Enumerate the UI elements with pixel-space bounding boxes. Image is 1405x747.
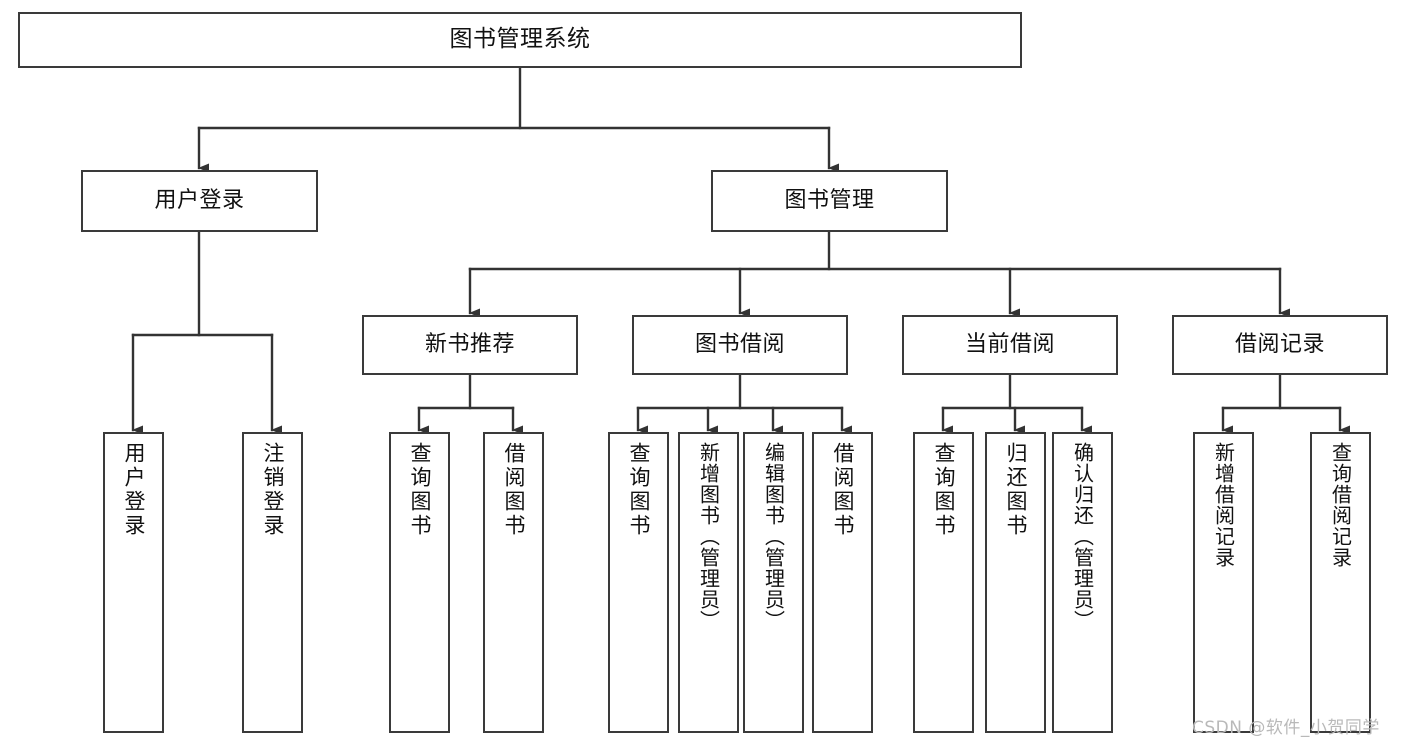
leaf-add-book[interactable]: 新增图书（管理员） [678, 432, 739, 733]
leaf-return-book[interactable]: 归还图书 [985, 432, 1046, 733]
node-new-book-recommend[interactable]: 新书推荐 [362, 315, 578, 375]
leaf-query-book-3[interactable]: 查询图书 [913, 432, 974, 733]
leaf-borrow-book-2-label: 借阅图书 [831, 442, 855, 538]
leaf-query-record-label: 查询借阅记录 [1328, 442, 1353, 568]
leaf-return-book-label: 归还图书 [1004, 442, 1028, 538]
leaf-borrow-book-1[interactable]: 借阅图书 [483, 432, 544, 733]
leaf-add-record[interactable]: 新增借阅记录 [1193, 432, 1254, 733]
node-root-system[interactable]: 图书管理系统 [18, 12, 1022, 68]
node-book-management[interactable]: 图书管理 [711, 170, 948, 232]
leaf-borrow-book-2[interactable]: 借阅图书 [812, 432, 873, 733]
node-new-book-recommend-label: 新书推荐 [424, 331, 515, 357]
leaf-query-book-1-label: 查询图书 [408, 442, 432, 538]
leaf-confirm-return-label: 确认归还（管理员） [1070, 442, 1095, 631]
node-root-system-label: 图书管理系统 [449, 26, 591, 53]
node-borrow-record-label: 借阅记录 [1234, 331, 1325, 357]
leaf-user-login[interactable]: 用户登录 [103, 432, 164, 733]
leaf-edit-book-label: 编辑图书（管理员） [761, 442, 786, 631]
node-book-management-label: 图书管理 [784, 187, 875, 213]
leaf-borrow-book-1-label: 借阅图书 [502, 442, 526, 538]
node-current-borrow-label: 当前借阅 [964, 331, 1055, 357]
leaf-query-record[interactable]: 查询借阅记录 [1310, 432, 1371, 733]
leaf-add-record-label: 新增借阅记录 [1211, 442, 1236, 568]
node-book-borrow[interactable]: 图书借阅 [632, 315, 848, 375]
node-user-login[interactable]: 用户登录 [81, 170, 318, 232]
watermark: CSDN @软件_小贺同学 [1192, 718, 1380, 738]
node-user-login-label: 用户登录 [154, 187, 245, 213]
node-book-borrow-label: 图书借阅 [694, 331, 785, 357]
leaf-edit-book[interactable]: 编辑图书（管理员） [743, 432, 804, 733]
leaf-logout-login-label: 注销登录 [261, 442, 285, 538]
leaf-query-book-1[interactable]: 查询图书 [389, 432, 450, 733]
leaf-confirm-return[interactable]: 确认归还（管理员） [1052, 432, 1113, 733]
leaf-user-login-label: 用户登录 [122, 442, 146, 538]
node-current-borrow[interactable]: 当前借阅 [902, 315, 1118, 375]
leaf-query-book-2-label: 查询图书 [627, 442, 651, 538]
leaf-add-book-label: 新增图书（管理员） [696, 442, 721, 631]
leaf-logout-login[interactable]: 注销登录 [242, 432, 303, 733]
node-borrow-record[interactable]: 借阅记录 [1172, 315, 1388, 375]
leaf-query-book-3-label: 查询图书 [932, 442, 956, 538]
leaf-query-book-2[interactable]: 查询图书 [608, 432, 669, 733]
